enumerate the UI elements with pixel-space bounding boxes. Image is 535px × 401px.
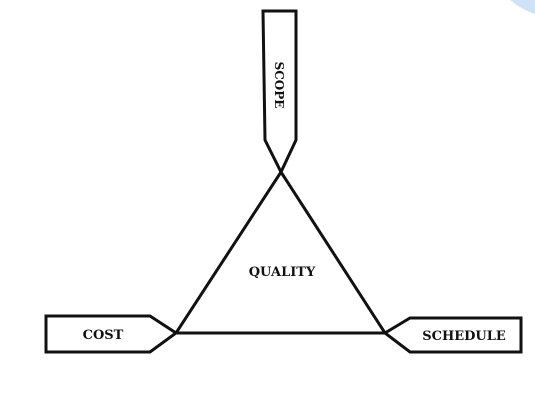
schedule-label: SCHEDULE bbox=[422, 329, 506, 344]
quality-triangle bbox=[173, 169, 388, 335]
scope-label: SCOPE bbox=[272, 62, 286, 109]
quality-label: QUALITY bbox=[249, 265, 316, 280]
cost-label: COST bbox=[83, 328, 124, 343]
cost-arrow bbox=[44, 314, 179, 354]
scope-arrow bbox=[261, 9, 298, 176]
schedule-arrow bbox=[382, 316, 523, 354]
corner-accent bbox=[510, 0, 535, 14]
